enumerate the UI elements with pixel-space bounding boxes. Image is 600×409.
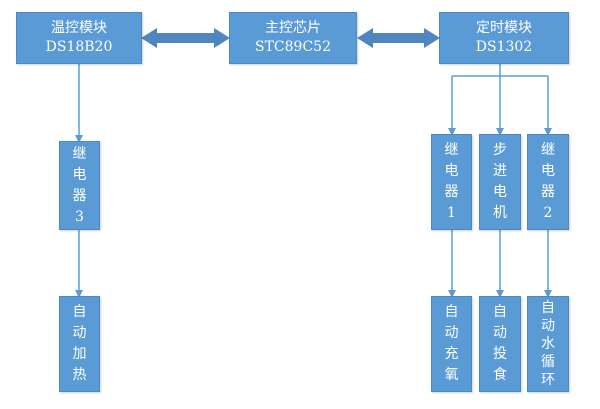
stepper-motor-box: 步进电机 xyxy=(479,134,521,230)
stepper-motor-label: 步进电机 xyxy=(493,142,507,221)
auto-feed-label: 自动投食 xyxy=(493,304,507,383)
relay3-label: 继电器3 xyxy=(72,145,87,225)
auto-water-cycle-box: 自动水循环 xyxy=(527,296,569,392)
double-arrow-main-timer xyxy=(357,28,440,48)
temp-module-chip: DS18B20 xyxy=(45,39,113,55)
auto-oxygen-box: 自动充氧 xyxy=(431,296,472,392)
timer-module-box: 定时模块 DS1302 xyxy=(439,12,569,64)
auto-water-cycle-label: 自动水循环 xyxy=(541,300,555,388)
auto-feed-box: 自动投食 xyxy=(479,296,521,392)
main-chip-box: 主控芯片 STC89C52 xyxy=(229,12,357,64)
auto-oxygen-label: 自动充氧 xyxy=(444,304,459,383)
main-chip-model: STC89C52 xyxy=(255,39,331,55)
relay1-box: 继电器1 xyxy=(431,134,472,230)
relay2-box: 继电器2 xyxy=(527,134,569,230)
relay2-label: 继电器2 xyxy=(541,142,555,221)
auto-heat-box: 自动加热 xyxy=(59,296,100,392)
temp-module-name: 温控模块 xyxy=(51,20,107,36)
timer-module-name: 定时模块 xyxy=(476,20,532,36)
timer-module-chip: DS1302 xyxy=(475,39,533,55)
relay3-box: 继电器3 xyxy=(59,141,100,230)
temp-module-box: 温控模块 DS18B20 xyxy=(16,12,142,64)
relay1-label: 继电器1 xyxy=(444,142,459,221)
auto-heat-label: 自动加热 xyxy=(72,304,87,383)
main-chip-name: 主控芯片 xyxy=(265,20,321,36)
double-arrow-temp-main xyxy=(141,28,230,48)
